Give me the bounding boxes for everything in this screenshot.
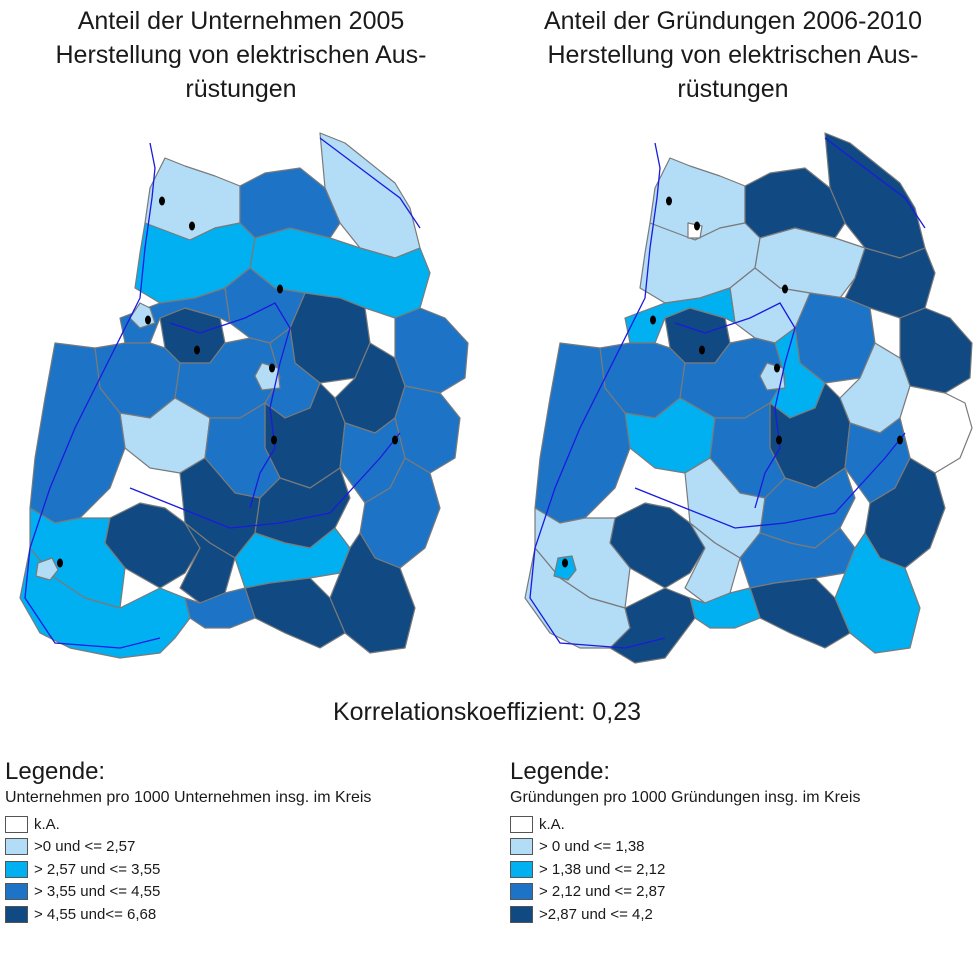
river-neckar-lm (169, 302, 291, 509)
city-marker (699, 345, 705, 355)
district-rm-28 (749, 577, 851, 649)
city-marker (277, 284, 283, 294)
legend-item: > 2,12 und <= 2,87 (510, 878, 860, 901)
district-rm-34 (553, 555, 577, 581)
city-marker (897, 435, 903, 445)
legend-label: k.A. (34, 815, 60, 833)
left-map (19, 132, 469, 659)
city-marker (782, 284, 788, 294)
legend-heading: Legende: (5, 758, 106, 785)
right-legend: Legende: Gründungen pro 1000 Gründungen … (510, 757, 860, 923)
legend-label: k.A. (539, 815, 565, 833)
legend-swatch (5, 860, 28, 878)
legend-label: > 0 und <= 1,38 (539, 838, 645, 856)
legend-swatch (510, 883, 533, 901)
legend-swatch (510, 860, 533, 878)
legend-swatch (510, 838, 533, 856)
district-rm-31b (609, 587, 696, 664)
district-lm-31 (19, 547, 191, 659)
district-lm-28 (244, 577, 346, 649)
river-main-rm (824, 137, 926, 229)
river-danube-lm (129, 432, 401, 529)
city-marker (57, 558, 63, 568)
river-rhine-lm (24, 142, 161, 649)
city-marker (269, 363, 275, 373)
legend-item: k.A. (510, 810, 860, 833)
left-legend: Legende: Unternehmen pro 1000 Unternehme… (5, 757, 371, 923)
legend-item: > 4,55 und<= 6,68 (5, 900, 371, 923)
city-marker (694, 221, 700, 231)
district-lm-10 (119, 287, 231, 344)
legend-item: > 2,57 und <= 3,55 (5, 855, 371, 878)
legend-label: > 1,38 und <= 2,12 (539, 860, 666, 878)
legend-subtitle: Gründungen pro 1000 Gründungen insg. im … (510, 789, 861, 806)
legend-label: >0 und <= 2,57 (34, 838, 136, 856)
city-marker (194, 345, 200, 355)
legend-item: >2,87 und <= 4,2 (510, 900, 860, 923)
legend-subtitle: Unternehmen pro 1000 Unternehmen insg. i… (5, 789, 372, 806)
legend-item: > 0 und <= 1,38 (510, 833, 860, 856)
legend-swatch (510, 815, 533, 833)
city-marker (159, 196, 165, 206)
legend-swatch (5, 883, 28, 901)
right-map-title: Anteil der Gründungen 2006-2010 Herstell… (543, 7, 923, 103)
legend-item: > 3,55 und <= 4,55 (5, 878, 371, 901)
legend-heading: Legende: (510, 758, 611, 785)
district-rm-6 (899, 307, 973, 394)
legend-swatch (5, 905, 28, 923)
river-danube-rm (634, 432, 906, 529)
legend-item: > 1,38 und <= 2,12 (510, 855, 860, 878)
city-marker (650, 315, 656, 325)
river-neckar-rm (674, 302, 796, 509)
legend-item: >0 und <= 2,57 (5, 833, 371, 856)
legend-swatch (5, 815, 28, 833)
district-rm-10 (624, 287, 736, 344)
right-map (524, 132, 973, 664)
legend-swatch (510, 905, 533, 923)
legend-label: > 4,55 und<= 6,68 (34, 905, 157, 923)
city-marker (271, 435, 277, 445)
left-map-title: Anteil der Unternehmen 2005 Herstellung … (55, 7, 427, 103)
legend-label: > 2,12 und <= 2,87 (539, 883, 666, 901)
district-lm-6 (394, 307, 469, 394)
city-marker (774, 363, 780, 373)
city-marker (666, 196, 672, 206)
river-rhine-rm (529, 142, 666, 649)
city-marker (776, 435, 782, 445)
legend-label: >2,87 und <= 4,2 (539, 905, 653, 923)
river-main-lm (319, 137, 421, 229)
correlation-coefficient: Korrelationskoeffizient: 0,23 (332, 698, 642, 726)
district-lm-34 (35, 557, 59, 581)
legend-label: > 2,57 und <= 3,55 (34, 860, 161, 878)
district-lm-29 (184, 587, 256, 629)
legend-swatch (5, 838, 28, 856)
legend-item: k.A. (5, 810, 371, 833)
city-marker (189, 221, 195, 231)
city-marker (145, 315, 151, 325)
legend-label: > 3,55 und <= 4,55 (34, 883, 161, 901)
district-rm-29 (689, 587, 761, 629)
city-marker (392, 435, 398, 445)
city-marker (562, 558, 568, 568)
